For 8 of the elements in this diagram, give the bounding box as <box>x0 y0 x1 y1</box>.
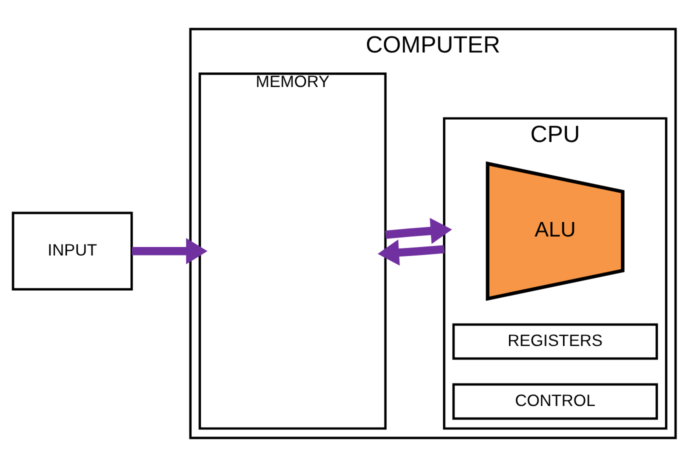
arrow <box>378 240 445 266</box>
arrow <box>385 218 452 244</box>
node-box: CONTROL <box>452 383 658 420</box>
node-box: MEMORY <box>198 72 387 430</box>
node-box: REGISTERS <box>452 323 658 360</box>
node-box: ALU <box>486 161 624 301</box>
node-box: INPUT <box>12 212 133 290</box>
arrow <box>132 238 208 264</box>
